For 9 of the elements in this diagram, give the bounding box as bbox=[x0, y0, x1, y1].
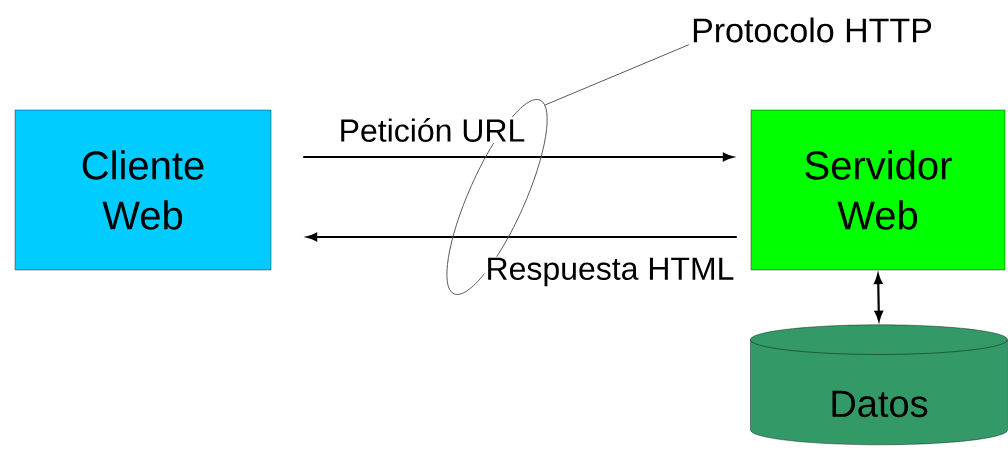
client-box: Cliente Web bbox=[14, 109, 272, 271]
leader-line bbox=[446, 44, 690, 295]
arrow bbox=[303, 152, 734, 162]
server-box: Servidor Web bbox=[750, 109, 1006, 271]
arrow bbox=[306, 232, 737, 242]
edge-label: Petición URL bbox=[337, 117, 527, 143]
edge-label: Respuesta HTML bbox=[484, 256, 736, 288]
database-cylinder: Datos bbox=[750, 324, 1008, 445]
protocol-label: Protocolo HTTP bbox=[693, 17, 932, 43]
